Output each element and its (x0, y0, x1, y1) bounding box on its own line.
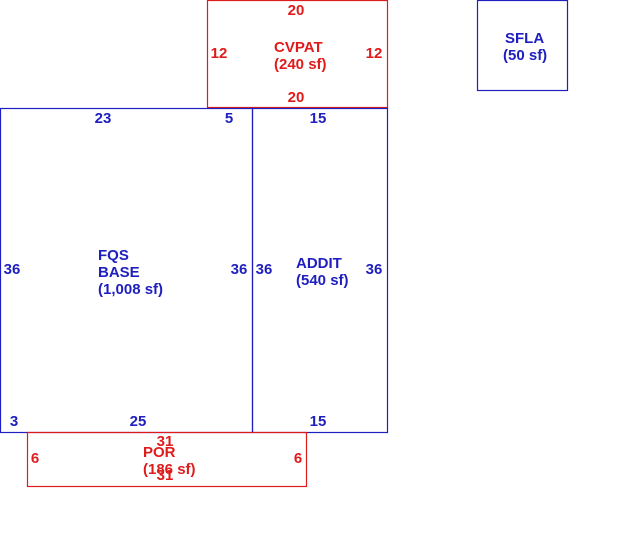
addit-dim-top: 15 (310, 110, 327, 127)
addit-name: ADDIT (296, 255, 342, 272)
por-dim-left: 6 (31, 450, 39, 467)
por-area-value: (186 sf) (143, 461, 196, 478)
cvpat-dim-bottom: 20 (288, 89, 305, 106)
base-area-value: (1,008 sf) (98, 281, 163, 298)
addit-outline (251, 107, 389, 434)
base-name-line2: BASE (98, 264, 140, 281)
cvpat-dim-left: 12 (211, 45, 228, 62)
sfla-outline (476, 0, 569, 92)
cvpat-dim-right: 12 (366, 45, 383, 62)
por-name: POR (143, 444, 176, 461)
sfla-area: SFLA (50 sf) (476, 0, 569, 92)
por-area: 31 31 6 6 POR (186 sf) (26, 431, 308, 488)
base-dim-top-right: 5 (225, 110, 233, 127)
cvpat-name: CVPAT (274, 39, 323, 56)
sfla-name: SFLA (505, 30, 544, 47)
base-dim-top: 23 (95, 110, 112, 127)
base-dim-bottom: 25 (130, 413, 147, 430)
base-dim-left: 36 (4, 261, 21, 278)
por-dim-top: 31 (157, 433, 174, 450)
cvpat-outline (206, 0, 389, 109)
cvpat-area-value: (240 sf) (274, 56, 327, 73)
base-name-line1: FQS (98, 247, 129, 264)
addit-dim-left: 36 (256, 261, 273, 278)
base-area: 23 5 36 36 25 3 FQS BASE (1,008 sf) (0, 107, 254, 434)
addit-area-value: (540 sf) (296, 272, 349, 289)
cvpat-dim-top: 20 (288, 2, 305, 19)
cvpat-area: 20 20 12 12 CVPAT (240 sf) (206, 0, 389, 109)
addit-dim-bottom: 15 (310, 413, 327, 430)
sfla-area-value: (50 sf) (503, 47, 547, 64)
addit-dim-right: 36 (366, 261, 383, 278)
base-dim-right: 36 (231, 261, 248, 278)
por-dim-bottom: 31 (157, 467, 174, 484)
por-dim-right: 6 (294, 450, 302, 467)
base-dim-bottom-left: 3 (10, 413, 18, 430)
addit-area: 15 15 36 36 ADDIT (540 sf) (251, 107, 389, 434)
por-outline (26, 431, 308, 488)
